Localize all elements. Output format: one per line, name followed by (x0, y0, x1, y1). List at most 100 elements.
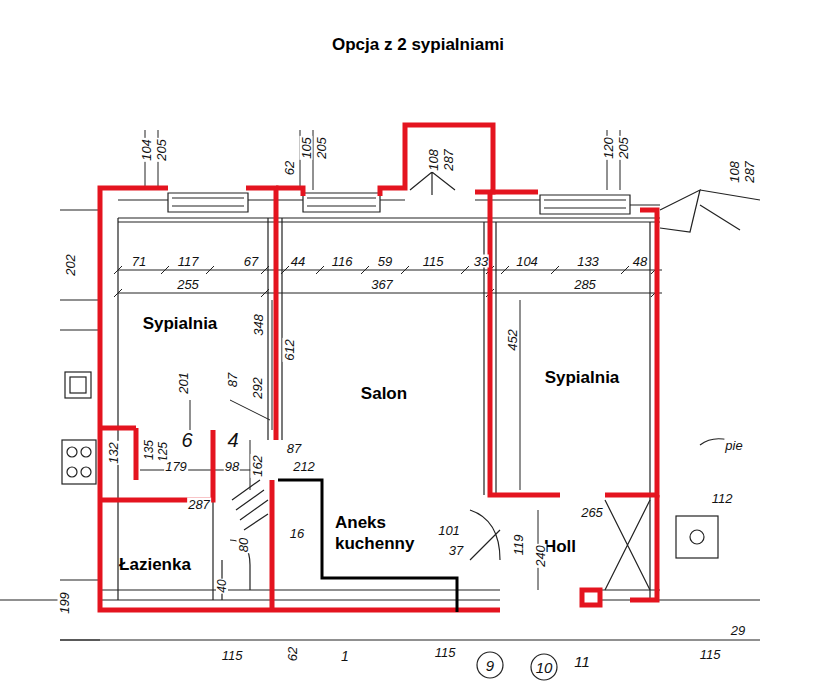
dimension-label: 108 (427, 148, 440, 172)
dimension-label: 117 (177, 255, 200, 268)
fixtures (67, 447, 77, 457)
fixtures (62, 372, 728, 680)
room-outline (246, 188, 276, 440)
wall-lines (0, 172, 760, 640)
dimension-label: 287 (442, 148, 455, 172)
wall-lines (100, 590, 760, 600)
wall-lines (0, 600, 760, 640)
dimension-label: 115 (434, 646, 457, 659)
dimension-label: 452 (506, 328, 519, 352)
wall-lines (660, 190, 700, 232)
dimension-label: 367 (370, 278, 394, 291)
dimension-lines (145, 130, 620, 190)
room-outline (276, 188, 303, 196)
dimension-label: 212 (292, 460, 316, 473)
room-outline (380, 125, 493, 196)
dimension-label: 255 (176, 278, 200, 291)
dimension-label: 179 (164, 460, 188, 473)
dimension-label: 112 (711, 492, 734, 505)
wall-lines (303, 193, 380, 212)
fixtures (676, 516, 718, 558)
room-outline (490, 192, 657, 495)
dimension-label: 285 (573, 278, 597, 291)
dimension-lines (114, 130, 662, 590)
dimension-label: 40 (216, 578, 228, 593)
dimension-label: 98 (224, 460, 240, 473)
wall-lines (700, 190, 760, 230)
fixtures (62, 440, 96, 484)
dimension-label: 101 (437, 524, 461, 537)
dimension-label: 105 (300, 136, 313, 160)
dimension-label: 44 (290, 255, 306, 268)
fixtures (477, 652, 503, 678)
wall-lines (60, 210, 100, 640)
dimension-label: 201 (177, 371, 190, 395)
dimension-label: 71 (131, 255, 147, 268)
fixtures (81, 467, 91, 477)
callout-number: 11 (573, 654, 591, 669)
dimension-lines (118, 270, 662, 293)
dimension-label: 292 (251, 376, 264, 400)
dimension-label: 205 (617, 136, 630, 160)
room-name: Salon (361, 385, 407, 402)
dimension-label: 287 (743, 160, 756, 184)
dimension-label: 29 (730, 624, 746, 637)
kitchen-outline (278, 480, 457, 612)
room-outline (100, 125, 657, 610)
dimension-label: 133 (576, 255, 600, 268)
wall-lines (118, 200, 660, 205)
room-name: Łazienka (119, 556, 191, 573)
room-name: Sypialnia (545, 369, 620, 386)
fixtures (70, 377, 86, 393)
dimension-label: 87 (286, 442, 302, 455)
dimension-lines (250, 300, 538, 590)
callout-number: 10 (535, 660, 554, 675)
dimension-label: 287 (187, 498, 211, 511)
dimension-label: 115 (699, 648, 722, 661)
dimension-label: 37 (448, 544, 464, 557)
wall-lines (118, 218, 660, 222)
fixtures (531, 654, 557, 680)
wall-lines (118, 218, 650, 600)
dimension-label: 612 (283, 338, 296, 362)
fixtures (65, 372, 91, 398)
dimension-label: 33 (473, 255, 489, 268)
room-outline (270, 480, 275, 610)
fixtures (81, 447, 91, 457)
dimension-label: 62 (283, 160, 296, 176)
dimension-label: 162 (251, 454, 264, 478)
dimension-label: 348 (252, 313, 265, 337)
wall-lines (410, 172, 455, 195)
callout-number: 1 (340, 649, 350, 663)
dimension-label: 62 (286, 646, 299, 662)
fixtures (232, 480, 268, 530)
dimension-label: 202 (64, 253, 77, 277)
fixtures (605, 500, 650, 590)
fixtures (67, 467, 77, 477)
fixtures (690, 530, 704, 544)
fixtures (470, 510, 500, 560)
dimension-label: 119 (512, 534, 525, 557)
room-name: Aneks kuchenny (335, 512, 435, 555)
room-name: Sypialnia (143, 315, 218, 332)
room-outline (100, 428, 213, 500)
wall-lines (540, 195, 630, 214)
callout-number: 6 (180, 430, 193, 450)
dimension-label: 199 (58, 591, 71, 615)
dimension-label: 67 (243, 255, 259, 268)
dimension-label: 265 (580, 506, 604, 519)
dimension-label: 135 (143, 439, 155, 461)
callout-number: 4 (226, 430, 239, 450)
dimension-label: 87 (226, 372, 239, 388)
dimension-label: 16 (289, 527, 305, 540)
dimension-label: 116 (331, 255, 354, 268)
room-name: Holl (544, 538, 576, 555)
dimension-label: pie (724, 439, 743, 452)
dimension-label: 120 (602, 136, 615, 160)
dimension-label: 205 (315, 136, 328, 160)
callout-number: 9 (485, 658, 495, 673)
dimension-label: 115 (221, 649, 244, 662)
dimension-label: 104 (515, 255, 539, 268)
dimension-label: 240 (534, 544, 547, 568)
